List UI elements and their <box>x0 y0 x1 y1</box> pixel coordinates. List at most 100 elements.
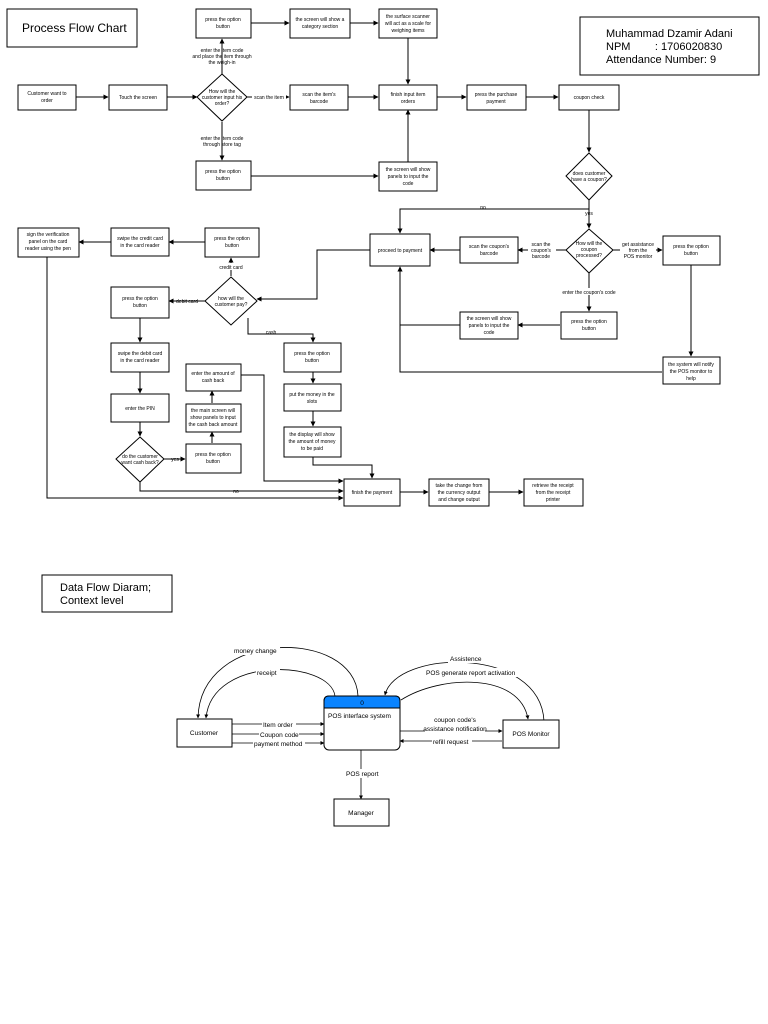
decision-has-coupon <box>565 152 613 201</box>
svg-text:Manager: Manager <box>348 810 374 817</box>
edge-label-yes-coupon: yes <box>585 211 593 217</box>
dfd-label-receipt: receipt <box>257 670 277 677</box>
edge-label-debit-card: debit card <box>176 299 198 305</box>
dfd-process-id: 0 <box>360 700 364 707</box>
decision-input-method <box>196 73 248 122</box>
node-coupon-check: coupon check <box>558 84 620 111</box>
svg-text:finish the payment: finish the payment <box>352 490 393 496</box>
dfd-process-header <box>323 695 401 709</box>
edge-label-no-cashback: no <box>233 489 239 495</box>
edge-label-no-coupon: no <box>480 205 486 211</box>
edge-label-yes-cashback: yes <box>171 457 179 463</box>
svg-text:coupon check: coupon check <box>574 95 605 101</box>
decision-coupon-processed <box>565 228 614 274</box>
dfd-entity-pos-monitor: POS Monitor <box>502 719 560 749</box>
dfd-label-report-activation: POS generate report activation <box>426 670 516 677</box>
decision-cash-back <box>115 436 165 483</box>
svg-text:Touch the screen: Touch the screen <box>119 95 157 101</box>
dfd-label-assistence: Assistence <box>450 656 482 663</box>
node-finish-payment: finish the payment <box>343 478 401 507</box>
svg-text:Customer: Customer <box>190 730 219 737</box>
dfd-process-name: POS interface system <box>328 713 391 720</box>
process-flow-title-box <box>6 8 138 48</box>
edge-label-credit-card: credit card <box>219 265 243 271</box>
dfd-process-pos-interface: 0 POS interface system <box>323 695 401 751</box>
svg-text:POS Monitor: POS Monitor <box>512 731 550 738</box>
svg-text:proceed to payment: proceed to payment <box>378 248 423 254</box>
node-enter-pin: enter the PIN <box>110 393 170 423</box>
edge-label-scan-item: scan the item <box>254 95 284 101</box>
author-box <box>579 16 760 76</box>
dfd-title-box <box>41 574 173 613</box>
edge-label-cash: cash <box>266 330 277 336</box>
svg-text:enter the PIN: enter the PIN <box>125 406 155 412</box>
dfd-label-refill-request: refill request <box>433 739 469 746</box>
author-npm: NPM : 1706020830 <box>606 41 722 53</box>
dfd-label-payment-method: payment method <box>254 741 303 748</box>
author-name: Muhammad Dzamir Adani <box>606 28 733 40</box>
decision-pay-method <box>204 276 258 326</box>
dfd-label-pos-report: POS report <box>346 771 379 778</box>
dfd-entity-manager: Manager <box>333 798 390 827</box>
dfd-label-money-change: money change <box>234 648 277 655</box>
dfd-flow-labels: money change receipt Item order Coupon c… <box>232 646 518 778</box>
edge-label-coupon-code: enter the coupon's code <box>562 290 615 296</box>
flow-connectors <box>46 20 694 501</box>
